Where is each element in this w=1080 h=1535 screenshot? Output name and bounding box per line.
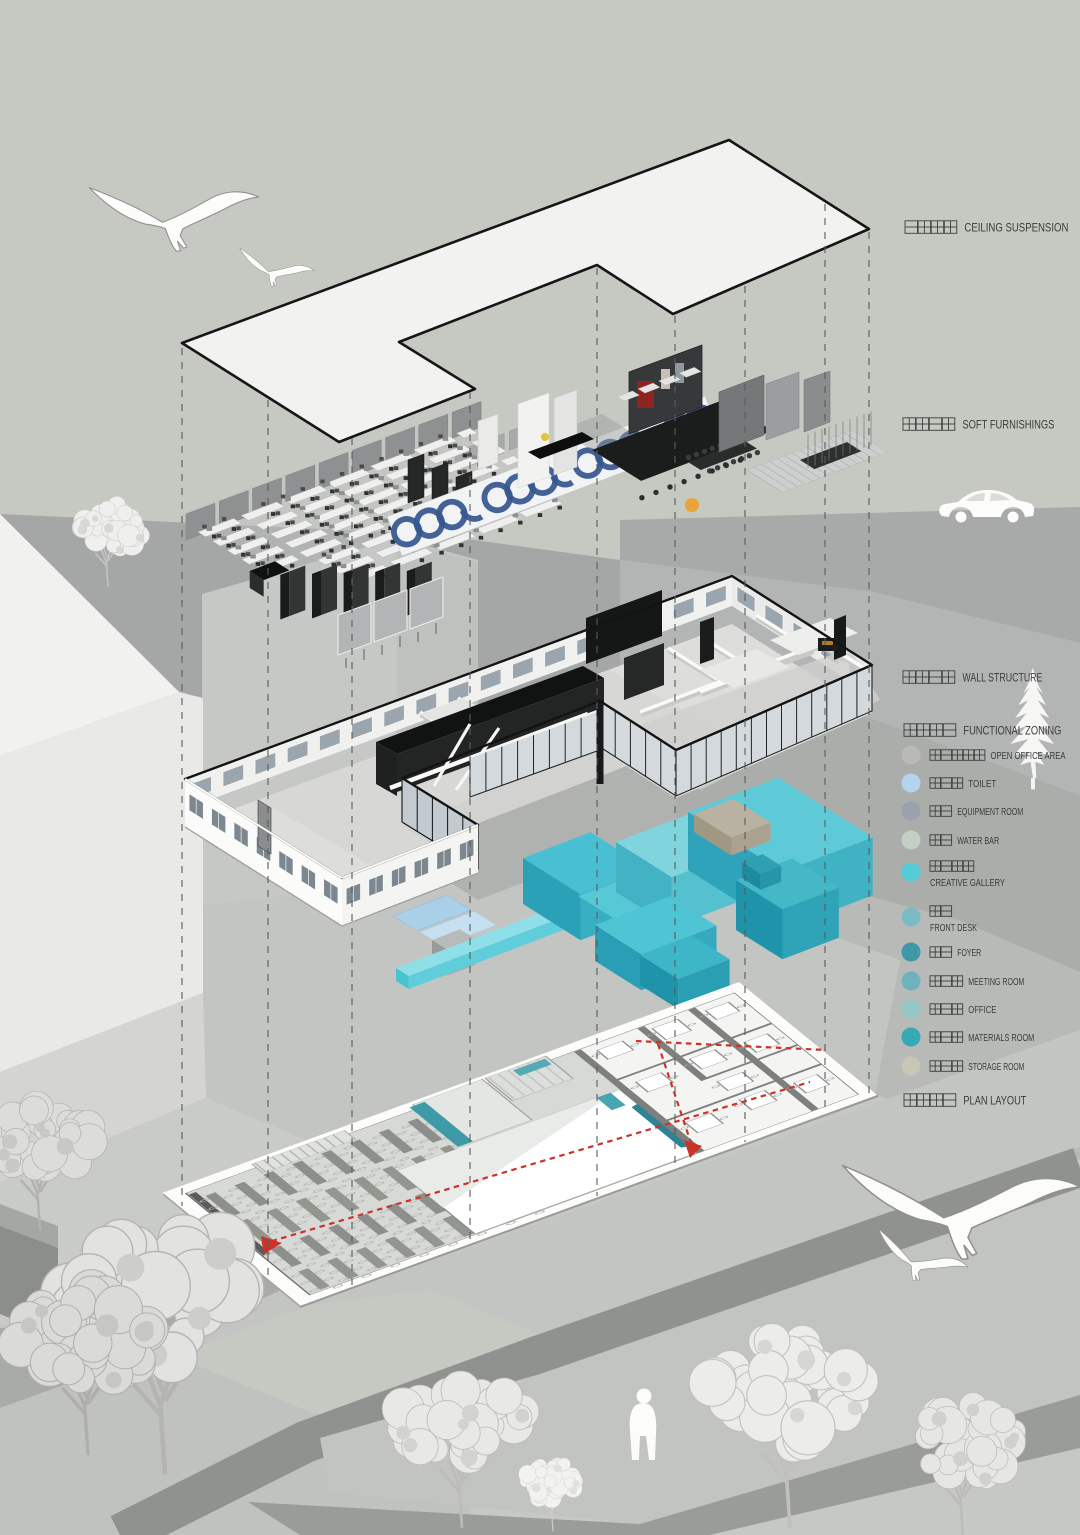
svg-text:MATERIALS ROOM: MATERIALS ROOM (968, 1032, 1034, 1044)
svg-text:SOFT FURNISHINGS: SOFT FURNISHINGS (962, 417, 1054, 431)
svg-text:MEETING ROOM: MEETING ROOM (968, 976, 1024, 988)
svg-text:FRONT DESK: FRONT DESK (930, 922, 977, 934)
svg-text:OFFICE: OFFICE (968, 1004, 996, 1016)
svg-text:CREATIVE GALLERY: CREATIVE GALLERY (930, 877, 1005, 889)
svg-text:WALL STRUCTURE: WALL STRUCTURE (962, 670, 1042, 684)
svg-text:CEILING SUSPENSION: CEILING SUSPENSION (964, 220, 1068, 234)
svg-text:PLAN LAYOUT: PLAN LAYOUT (963, 1093, 1027, 1107)
svg-text:FUNCTIONAL ZONING: FUNCTIONAL ZONING (963, 723, 1061, 737)
svg-text:WATER BAR: WATER BAR (957, 835, 999, 847)
svg-text:TOILET: TOILET (968, 778, 996, 790)
svg-text:FOYER: FOYER (957, 947, 981, 959)
svg-text:OPEN OFFICE AREA: OPEN OFFICE AREA (991, 750, 1066, 762)
svg-text:EQUIPMENT ROOM: EQUIPMENT ROOM (957, 806, 1023, 818)
svg-text:STORAGE ROOM: STORAGE ROOM (968, 1061, 1024, 1073)
